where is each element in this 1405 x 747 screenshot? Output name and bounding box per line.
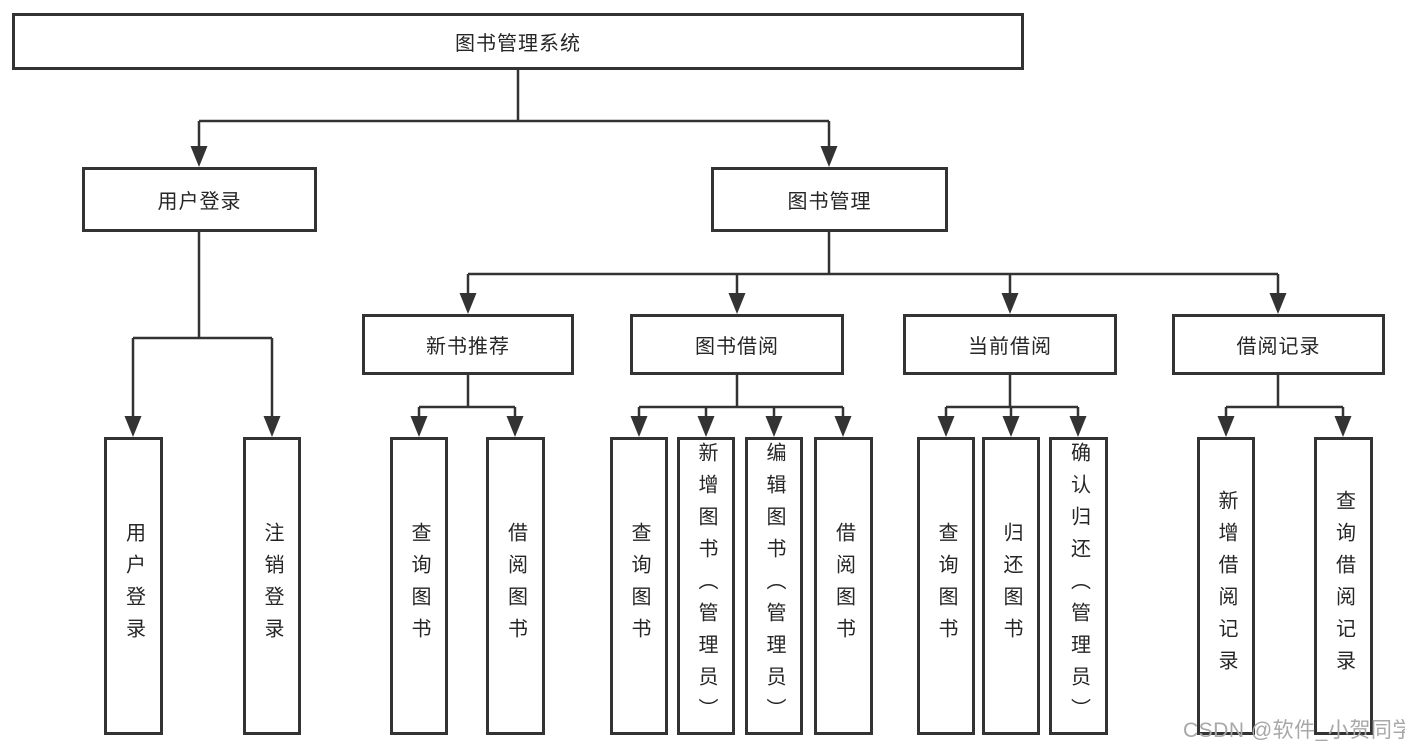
arrowhead <box>1334 416 1352 437</box>
leaf-logout-login: 注销登录 <box>243 437 301 735</box>
arrowhead <box>1001 293 1019 314</box>
node-borrow-records-label: 借阅记录 <box>1236 336 1321 358</box>
arrowhead <box>263 416 281 437</box>
leaf-add-book-admin: 新增图书（管理员） <box>677 437 735 735</box>
arrowhead <box>937 416 955 437</box>
watermark: CSDN @软件_小贺同学 <box>1183 719 1405 742</box>
leaf-add-borrow-record-label: 新增借阅记录 <box>1215 490 1237 682</box>
leaf-user-login: 用户登录 <box>104 437 163 735</box>
connector-book-borrow-to-leaves <box>637 375 845 418</box>
leaf-add-borrow-record: 新增借阅记录 <box>1197 437 1255 735</box>
leaf-query-books-borrow: 查询图书 <box>610 437 668 735</box>
leaf-query-books-current: 查询图书 <box>917 437 975 735</box>
leaf-borrow-books: 借阅图书 <box>814 437 873 735</box>
node-new-book-recommend-label: 新书推荐 <box>426 336 510 358</box>
leaf-query-books-current-label: 查询图书 <box>935 522 957 650</box>
arrowhead <box>190 146 208 167</box>
arrowhead <box>410 416 428 437</box>
leaf-edit-book-admin-label: 编辑图书（管理员） <box>763 442 785 730</box>
node-root-label: 图书管理系统 <box>455 33 581 55</box>
leaf-user-login-label: 用户登录 <box>122 522 145 650</box>
connector-new-book-to-leaves <box>417 375 517 418</box>
connector-borrow-records-to-leaves <box>1224 375 1345 418</box>
arrowhead <box>1002 416 1020 437</box>
arrowhead <box>728 293 746 314</box>
leaf-borrow-books-recommend-label: 借阅图书 <box>504 522 527 650</box>
arrowhead <box>834 416 852 437</box>
node-new-book-recommend: 新书推荐 <box>362 314 574 375</box>
arrowhead <box>1269 293 1287 314</box>
leaf-edit-book-admin: 编辑图书（管理员） <box>745 437 803 735</box>
node-current-borrow-label: 当前借阅 <box>968 336 1052 358</box>
node-user-login-label: 用户登录 <box>157 191 242 213</box>
arrowhead <box>630 416 648 437</box>
node-book-management-label: 图书管理 <box>787 191 872 213</box>
leaf-logout-login-label: 注销登录 <box>261 522 283 650</box>
arrowhead <box>765 416 783 437</box>
node-user-login: 用户登录 <box>82 167 317 232</box>
node-book-management: 图书管理 <box>711 167 948 232</box>
arrowhead <box>459 293 477 314</box>
connector-user-login-to-leaves <box>131 232 274 418</box>
leaf-query-books-borrow-label: 查询图书 <box>628 522 650 650</box>
leaf-query-books-recommend-label: 查询图书 <box>408 522 430 650</box>
node-root: 图书管理系统 <box>12 13 1024 70</box>
leaf-confirm-return-admin: 确认归还（管理员） <box>1049 437 1108 735</box>
node-book-borrow: 图书借阅 <box>630 314 844 375</box>
arrowhead <box>820 146 838 167</box>
connector-root-to-level2 <box>197 70 831 148</box>
leaf-return-book-label: 归还图书 <box>1000 522 1022 650</box>
leaf-query-borrow-record: 查询借阅记录 <box>1314 437 1373 735</box>
arrowhead <box>124 416 142 437</box>
arrowhead <box>1069 416 1087 437</box>
node-current-borrow: 当前借阅 <box>903 314 1117 375</box>
leaf-return-book: 归还图书 <box>982 437 1040 735</box>
connector-book-management-to-level3 <box>466 232 1280 295</box>
leaf-borrow-books-recommend: 借阅图书 <box>486 437 545 735</box>
connector-current-borrow-to-leaves <box>944 375 1080 418</box>
node-borrow-records: 借阅记录 <box>1172 314 1385 375</box>
arrowhead <box>506 416 524 437</box>
leaf-query-borrow-record-label: 查询借阅记录 <box>1332 490 1355 682</box>
arrowhead <box>697 416 715 437</box>
leaf-confirm-return-admin-label: 确认归还（管理员） <box>1067 442 1090 730</box>
node-book-borrow-label: 图书借阅 <box>695 336 779 358</box>
leaf-borrow-books-label: 借阅图书 <box>832 522 855 650</box>
leaf-query-books-recommend: 查询图书 <box>390 437 448 735</box>
arrowhead <box>1217 416 1235 437</box>
leaf-add-book-admin-label: 新增图书（管理员） <box>695 442 717 730</box>
